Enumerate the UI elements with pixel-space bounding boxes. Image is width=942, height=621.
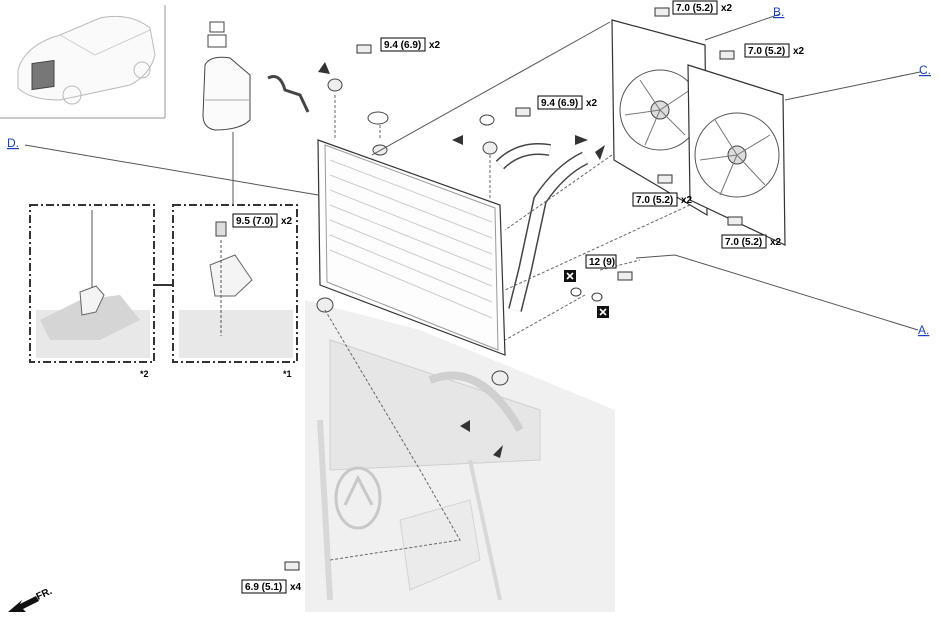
- svg-text:9.4 (6.9): 9.4 (6.9): [541, 98, 578, 109]
- reservoir-icon: [202, 21, 310, 205]
- svg-text:7.0 (5.2): 7.0 (5.2): [748, 46, 785, 57]
- svg-text:x2: x2: [429, 40, 441, 51]
- coolant-hoses: [479, 114, 589, 312]
- svg-text:7.0 (5.2): 7.0 (5.2): [676, 3, 713, 14]
- torque-label-t9: 6.9 (5.1) x4: [241, 579, 302, 594]
- svg-text:12 (9): 12 (9): [589, 257, 615, 268]
- svg-text:x2: x2: [793, 46, 805, 57]
- svg-text:x4: x4: [290, 582, 302, 593]
- torque-label-t8: 12 (9): [585, 254, 617, 269]
- front-label: FR.: [35, 586, 54, 603]
- callout-link-b[interactable]: B.: [773, 5, 784, 19]
- do-not-reuse-icon: [564, 270, 609, 318]
- torque-label-t1: 7.0 (5.2) x2: [672, 0, 733, 15]
- detail-label-1: *1: [283, 369, 292, 379]
- detail-box-2: [29, 204, 155, 363]
- torque-label-t3: 9.4 (6.9) x2: [380, 37, 441, 52]
- callout-leaders: [24, 13, 921, 331]
- direction-arrows: [318, 62, 605, 458]
- callout-link-a[interactable]: A.: [918, 323, 929, 337]
- svg-text:x2: x2: [721, 3, 733, 14]
- svg-text:9.5 (7.0): 9.5 (7.0): [236, 216, 273, 227]
- svg-text:9.4 (6.9): 9.4 (6.9): [384, 40, 421, 51]
- svg-text:x2: x2: [681, 195, 693, 206]
- bolt-icon: [284, 7, 743, 571]
- radiator-icon: [316, 78, 509, 386]
- callout-link-d[interactable]: D.: [7, 136, 19, 150]
- torque-label-t6: 7.0 (5.2) x2: [721, 234, 782, 249]
- svg-text:6.9 (5.1): 6.9 (5.1): [245, 582, 282, 593]
- svg-text:x2: x2: [586, 98, 598, 109]
- svg-text:7.0 (5.2): 7.0 (5.2): [636, 195, 673, 206]
- detail-label-2: *2: [140, 369, 149, 379]
- torque-label-t5: 7.0 (5.2) x2: [632, 192, 693, 207]
- detail-box-1: [154, 204, 298, 363]
- svg-text:x2: x2: [770, 237, 782, 248]
- front-arrow-icon: FR.: [8, 586, 54, 612]
- callout-link-c[interactable]: C.: [919, 63, 931, 77]
- svg-text:x2: x2: [281, 216, 293, 227]
- engine-bay-background: [305, 300, 615, 612]
- torque-label-t2: 7.0 (5.2) x2: [744, 43, 805, 58]
- torque-label-t7: 9.5 (7.0) x2: [232, 213, 293, 228]
- vehicle-thumbnail-icon: [0, 5, 166, 119]
- fan-shroud-icon: [611, 19, 708, 217]
- torque-label-t4: 9.4 (6.9) x2: [537, 95, 598, 110]
- svg-text:7.0 (5.2): 7.0 (5.2): [725, 237, 762, 248]
- fan-shroud-icon: [687, 64, 786, 246]
